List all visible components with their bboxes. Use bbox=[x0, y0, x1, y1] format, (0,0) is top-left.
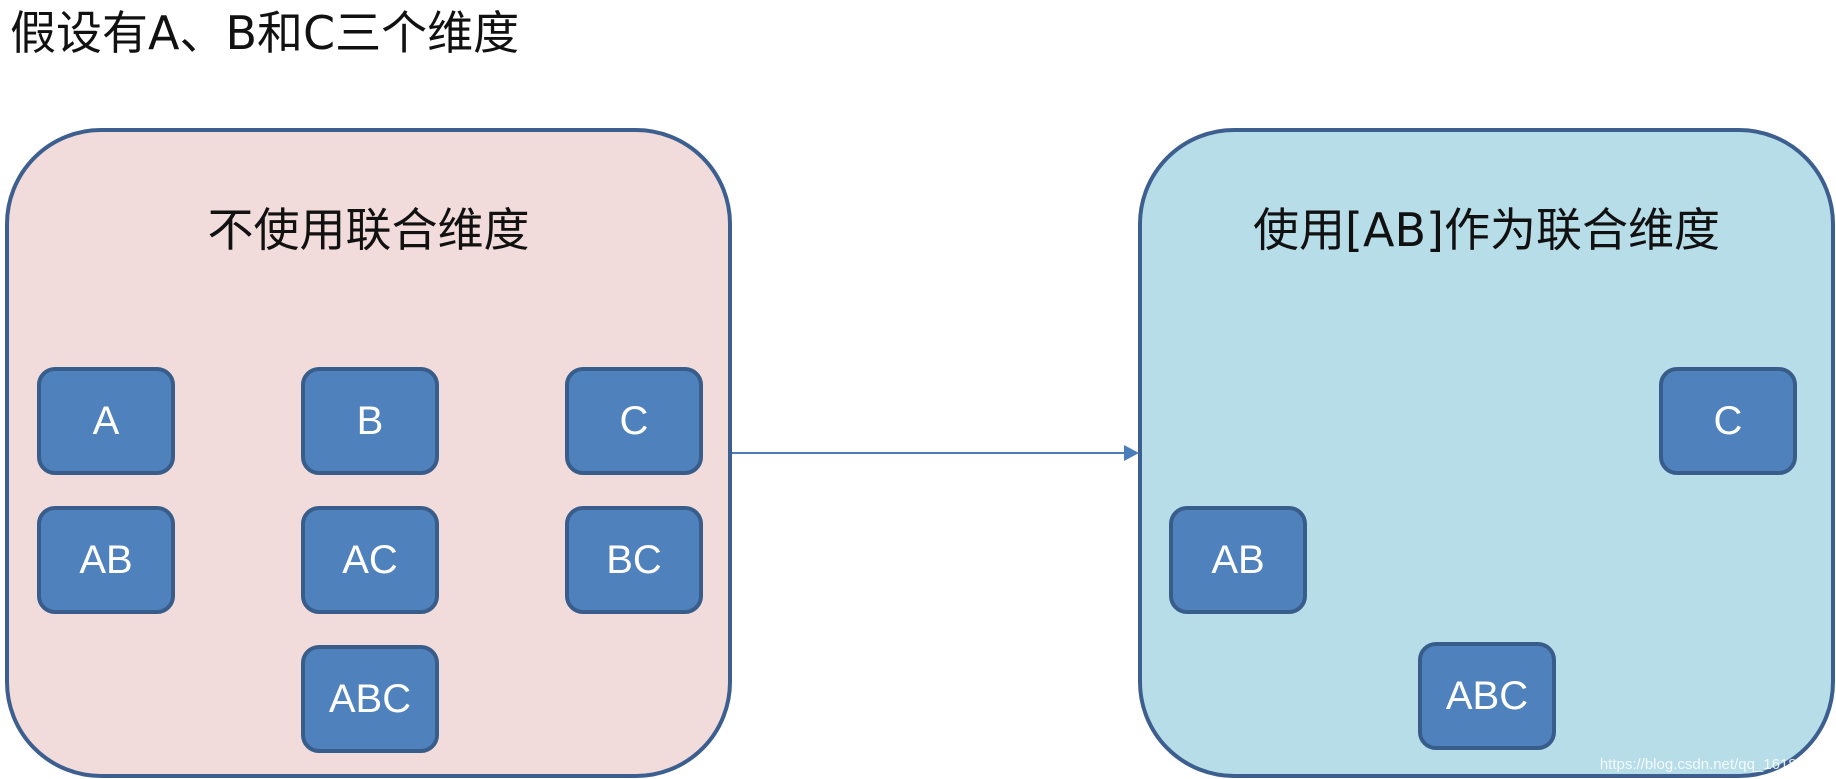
left-panel: 不使用联合维度 A B C AB AC BC ABC bbox=[5, 128, 732, 778]
watermark: https://blog.csdn.net/qq_16186103 bbox=[1599, 756, 1830, 773]
joint-box-ab: AB bbox=[1169, 506, 1307, 614]
dimension-box-b: B bbox=[301, 367, 439, 475]
dimension-box-c: C bbox=[565, 367, 703, 475]
page-title: 假设有A、B和C三个维度 bbox=[10, 6, 520, 60]
dimension-box-ab: AB bbox=[37, 506, 175, 614]
right-panel-title: 使用[AB]作为联合维度 bbox=[1253, 203, 1720, 257]
joint-box-abc: ABC bbox=[1418, 642, 1556, 750]
dimension-box-ac: AC bbox=[301, 506, 439, 614]
right-panel: 使用[AB]作为联合维度 C AB ABC bbox=[1138, 128, 1835, 778]
dimension-box-bc: BC bbox=[565, 506, 703, 614]
dimension-box-abc: ABC bbox=[301, 645, 439, 753]
left-panel-title: 不使用联合维度 bbox=[207, 203, 530, 257]
dimension-box-a: A bbox=[37, 367, 175, 475]
joint-box-c: C bbox=[1659, 367, 1797, 475]
